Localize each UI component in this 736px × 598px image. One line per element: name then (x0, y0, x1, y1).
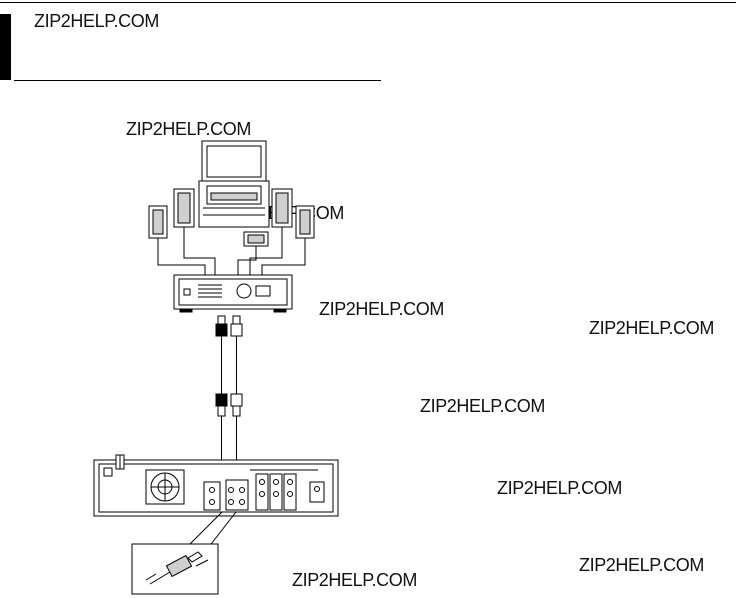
watermark-text: ZIP2HELP.COM (497, 478, 622, 498)
section-tab-bar (0, 14, 11, 80)
television-icon (198, 140, 270, 228)
speaker-icon (243, 231, 269, 247)
rca-cable-icon (230, 315, 243, 492)
speaker-icon (271, 188, 293, 228)
watermark-text: ZIP2HELP.COM (126, 119, 251, 139)
header-rule (0, 2, 736, 3)
watermark-text: ZIP2HELP.COM (34, 11, 159, 31)
rca-cable-icon (215, 315, 228, 492)
watermark-text: ZIP2HELP.COM (589, 318, 714, 338)
amplifier-icon (173, 274, 293, 313)
vcr-rear-panel-icon (93, 454, 339, 517)
watermark-text: ZIP2HELP.COM (319, 299, 444, 319)
speaker-icon (295, 205, 315, 239)
title-underline (14, 80, 381, 81)
watermark-text: ZIP2HELP.COM (579, 555, 704, 575)
watermark-text: ZIP2HELP.COM (292, 570, 417, 590)
watermark-text: ZIP2HELP.COM (420, 396, 545, 416)
speaker-icon (148, 205, 168, 239)
plug-closeup-icon (131, 543, 219, 595)
speaker-icon (173, 188, 195, 228)
